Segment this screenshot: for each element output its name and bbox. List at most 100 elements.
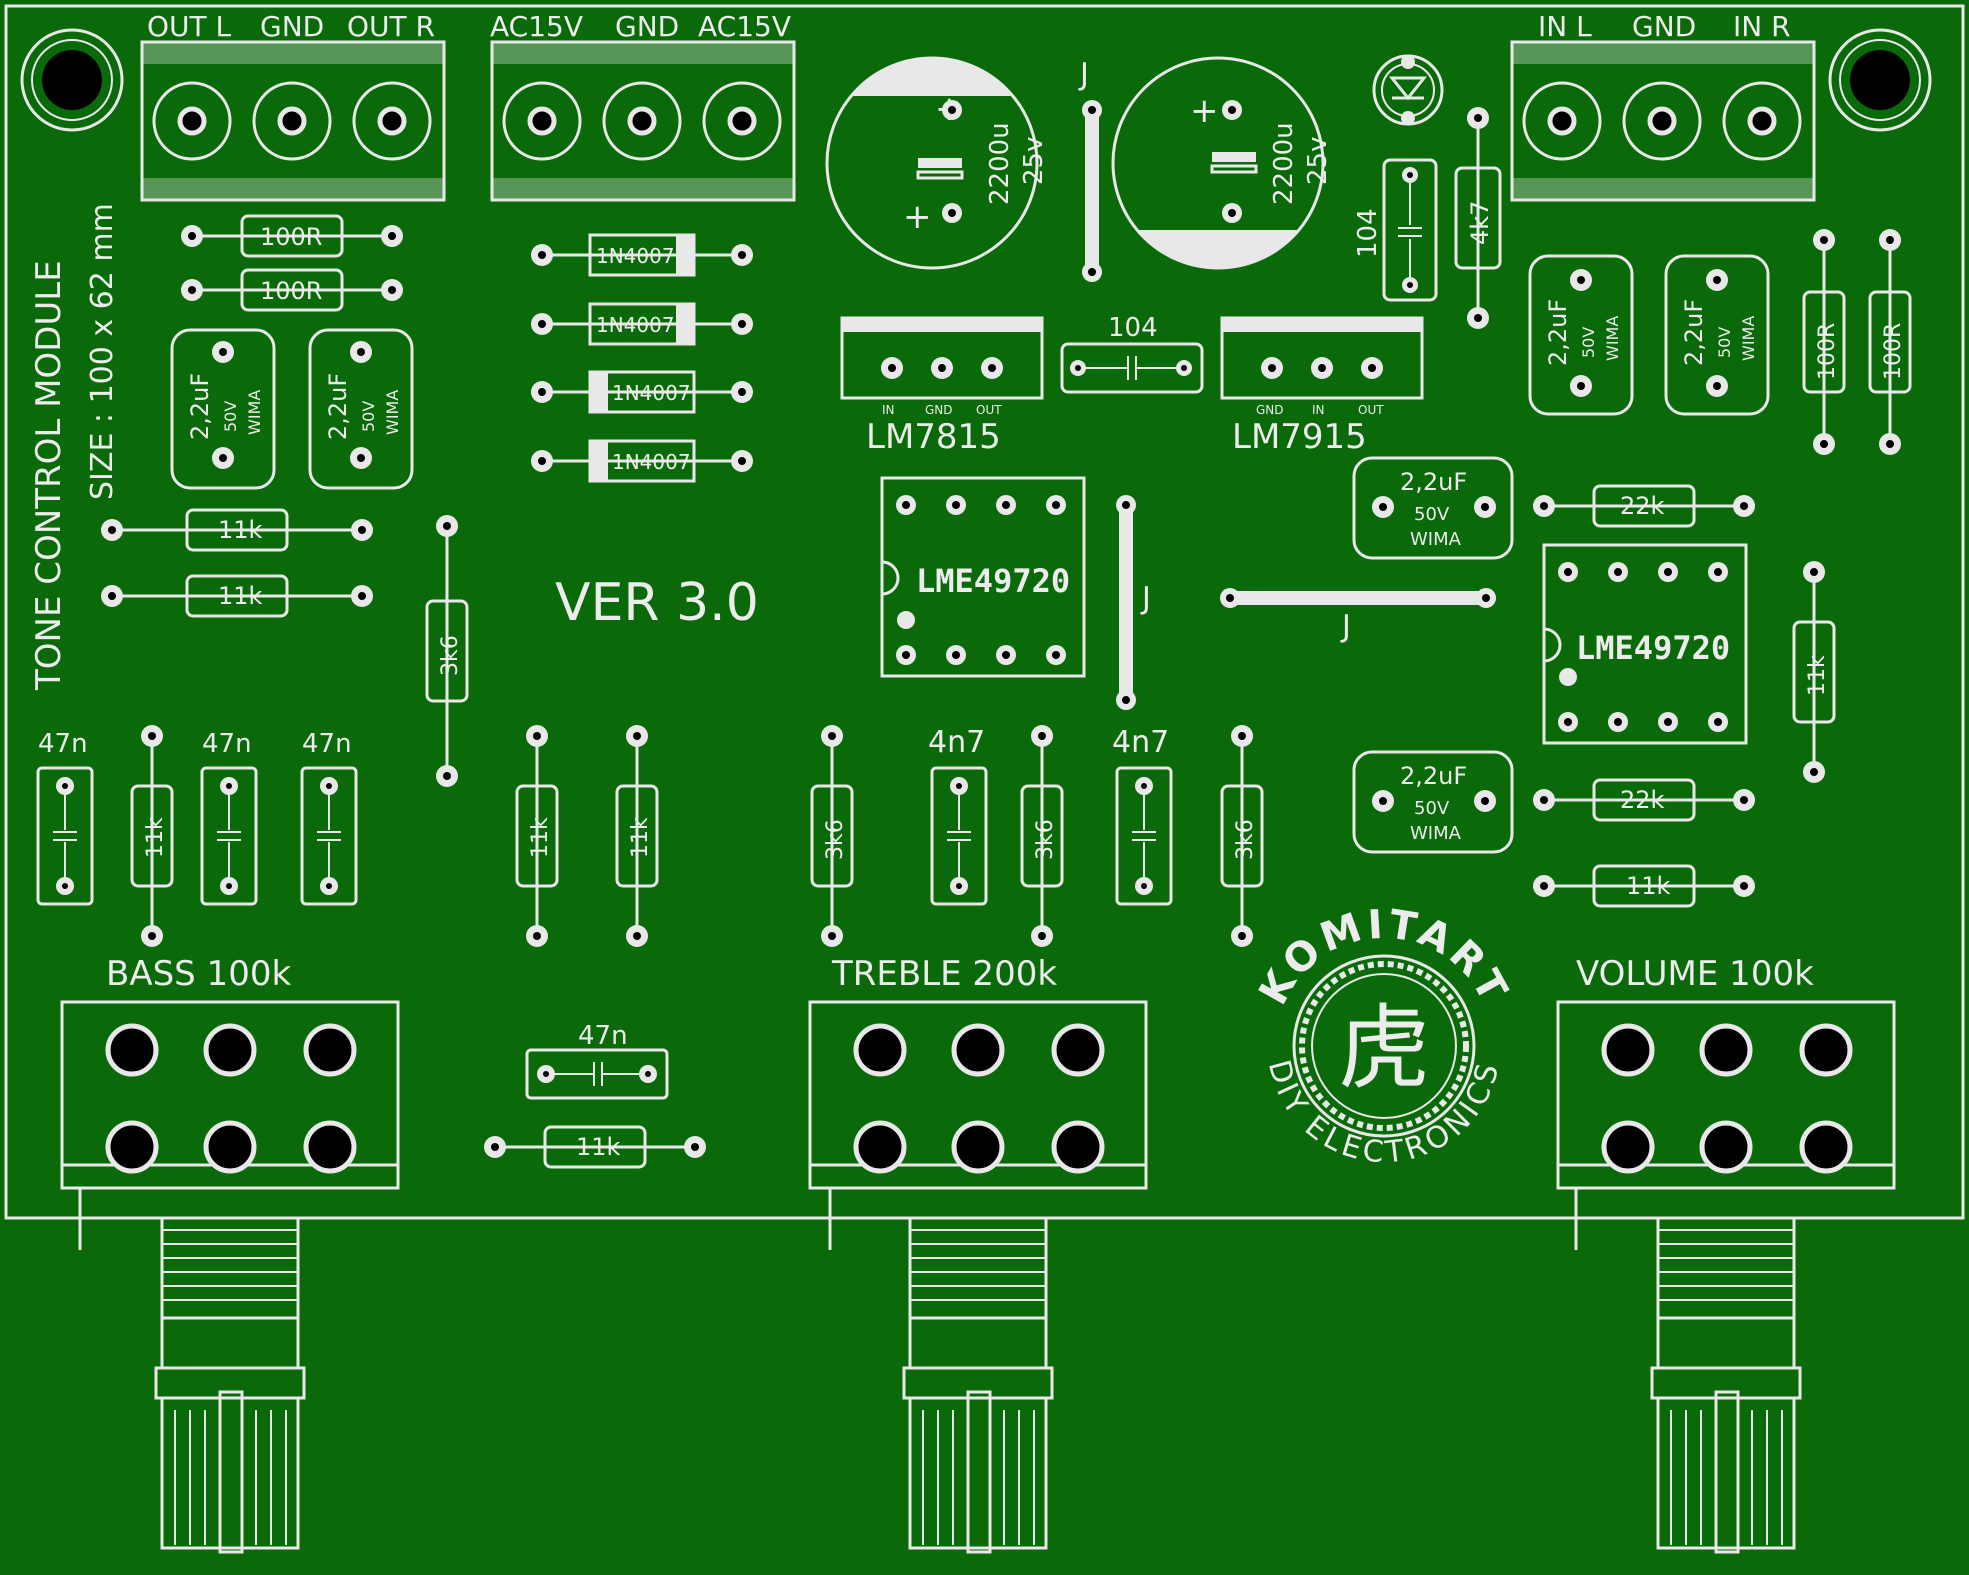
- resistor-100r-right-2: 100R: [1868, 229, 1912, 455]
- svg-text:11k: 11k: [628, 817, 653, 858]
- svg-text:104: 104: [1353, 208, 1383, 258]
- resistor-11k-left-2: 11k: [101, 574, 373, 618]
- film-capacitor-horizontal-2: 2,2uF 50V WIMA: [1352, 750, 1514, 854]
- svg-text:2200u: 2200u: [1269, 122, 1299, 205]
- svg-text:1N4007: 1N4007: [612, 381, 691, 405]
- svg-text:47n: 47n: [302, 729, 352, 759]
- svg-text:4n7: 4n7: [928, 725, 985, 760]
- resistor-11k-vertical-1: 11k: [130, 725, 174, 947]
- diode-1: 1N4007: [531, 233, 753, 277]
- svg-text:+: +: [1190, 91, 1219, 131]
- svg-text:OUT: OUT: [976, 403, 1002, 417]
- svg-text:11k: 11k: [1805, 655, 1830, 696]
- resistor-3k6-vertical-3: 3k6: [1020, 725, 1064, 947]
- diode-4: 1N4007: [531, 439, 753, 483]
- svg-text:WIMA: WIMA: [383, 390, 402, 435]
- resistor-11k-vertical-2: 11k: [515, 725, 559, 947]
- electrolytic-capacitor-left: + + 2200u 25v: [825, 56, 1049, 270]
- svg-text:1N4007: 1N4007: [596, 313, 675, 337]
- svg-text:47n: 47n: [578, 1021, 628, 1051]
- svg-text:47n: 47n: [202, 729, 252, 759]
- film-capacitor-right-1: 2,2uF 50V WIMA: [1528, 254, 1634, 416]
- svg-text:100R: 100R: [1815, 323, 1840, 380]
- svg-text:11k: 11k: [1626, 872, 1671, 900]
- svg-text:VOLUME 100k: VOLUME 100k: [1576, 954, 1814, 994]
- opamp-2: LME49720: [1542, 543, 1748, 745]
- svg-text:LME49720: LME49720: [1576, 629, 1730, 667]
- resistor-22k-1: 22k: [1533, 484, 1755, 528]
- svg-text:11k: 11k: [218, 516, 263, 544]
- svg-text:AC15V: AC15V: [698, 10, 791, 43]
- svg-text:2,2uF: 2,2uF: [1680, 299, 1708, 366]
- svg-text:4n7: 4n7: [1112, 725, 1169, 760]
- svg-text:2,2uF: 2,2uF: [324, 373, 352, 440]
- svg-text:50V: 50V: [1414, 504, 1450, 525]
- svg-text:47n: 47n: [38, 729, 88, 759]
- svg-text:22k: 22k: [1620, 786, 1665, 814]
- capacitor-47n-1: 47n: [36, 729, 94, 906]
- svg-text:LME49720: LME49720: [916, 562, 1070, 600]
- electrolytic-capacitor-right: + 2200u 25v: [1111, 56, 1333, 270]
- svg-text:50V: 50V: [1579, 327, 1598, 358]
- svg-text:2,2uF: 2,2uF: [1400, 762, 1467, 790]
- board-title: TONE CONTROL MODULE: [29, 260, 69, 691]
- capacitor-4n7-2: 4n7: [1112, 725, 1173, 906]
- svg-text:25v: 25v: [1303, 137, 1333, 185]
- svg-text:2,2uF: 2,2uF: [1400, 468, 1467, 496]
- capacitor-4n7-1: 4n7: [928, 725, 988, 906]
- svg-text:IN: IN: [882, 403, 895, 417]
- svg-text:3k6: 3k6: [1033, 819, 1058, 860]
- capacitor-47n-3: 47n: [300, 729, 358, 906]
- film-capacitor-horizontal-1: 2,2uF 50V WIMA: [1352, 456, 1514, 560]
- resistor-11k-vertical-3: 11k: [615, 725, 659, 947]
- resistor-11k-right-vertical: 11k: [1792, 561, 1836, 783]
- version-label: VER 3.0: [555, 573, 759, 633]
- svg-text:2,2uF: 2,2uF: [1544, 299, 1572, 366]
- svg-text:50V: 50V: [359, 401, 378, 432]
- svg-text:WIMA: WIMA: [245, 390, 264, 435]
- mounting-hole-left: [20, 28, 124, 132]
- resistor-3k6-vertical-1: 3k6: [425, 515, 469, 787]
- jumper-middle-vertical: J: [1116, 495, 1151, 710]
- diode-2: 1N4007: [531, 302, 753, 346]
- resistor-3k6-vertical-4: 3k6: [1220, 725, 1264, 947]
- terminal-output: OUT L GND OUT R: [140, 10, 446, 202]
- svg-text:25v: 25v: [1019, 137, 1049, 185]
- resistor-3k6-vertical-2: 3k6: [810, 725, 854, 947]
- svg-text:OUT L: OUT L: [147, 10, 232, 43]
- svg-text:2,2uF: 2,2uF: [186, 373, 214, 440]
- film-capacitor-right-2: 2,2uF 50V WIMA: [1664, 254, 1770, 416]
- svg-text:100R: 100R: [1881, 323, 1906, 380]
- svg-text:J: J: [1078, 57, 1089, 92]
- svg-text:3k6: 3k6: [823, 819, 848, 860]
- potentiometer-volume: VOLUME 100k: [1556, 954, 1896, 1554]
- regulator-lm7815: IN GND OUT LM7815: [840, 316, 1044, 457]
- svg-text:OUT R: OUT R: [347, 10, 435, 43]
- capacitor-104-vertical: 104: [1353, 158, 1438, 302]
- resistor-11k-horizontal-bottom: 11k: [484, 1125, 706, 1169]
- svg-text:WIMA: WIMA: [1739, 316, 1758, 361]
- potentiometer-treble: TREBLE 200k: [808, 954, 1148, 1554]
- svg-text:1N4007: 1N4007: [596, 244, 675, 268]
- svg-text:IN L: IN L: [1538, 10, 1592, 43]
- svg-text:2200u: 2200u: [985, 122, 1015, 205]
- film-capacitor-left-2: 2,2uF 50V WIMA: [308, 328, 414, 490]
- svg-text:LM7915: LM7915: [1232, 417, 1367, 457]
- terminal-power: AC15V GND AC15V: [490, 10, 796, 202]
- capacitor-104-horizontal: 104: [1060, 313, 1204, 394]
- svg-text:100R: 100R: [260, 223, 322, 251]
- potentiometer-bass: BASS 100k: [60, 954, 400, 1554]
- svg-text:GND: GND: [1632, 10, 1696, 43]
- resistor-100r-1: 100R: [181, 214, 403, 258]
- svg-text:3k6: 3k6: [438, 635, 463, 676]
- svg-text:100R: 100R: [260, 277, 322, 305]
- svg-text:3k6: 3k6: [1233, 819, 1258, 860]
- logo-glyph: 虎: [1338, 995, 1430, 1102]
- resistor-22k-2: 22k: [1533, 778, 1755, 822]
- svg-text:LM7815: LM7815: [866, 417, 1001, 457]
- svg-text:WIMA: WIMA: [1410, 529, 1462, 550]
- resistor-11k-right-horizontal: 11k: [1533, 864, 1755, 908]
- svg-text:WIMA: WIMA: [1603, 316, 1622, 361]
- svg-text:1N4007: 1N4007: [612, 450, 691, 474]
